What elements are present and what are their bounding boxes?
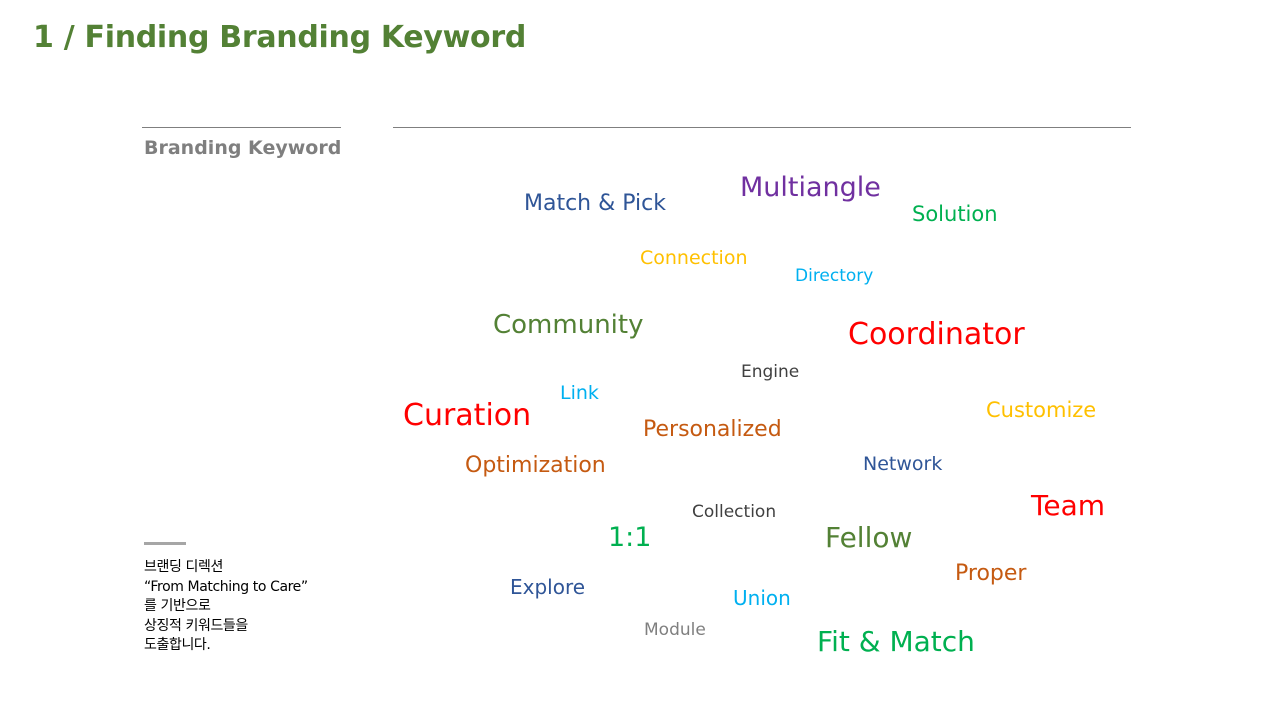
note-line: “From Matching to Care” xyxy=(144,578,308,595)
keyword: Match & Pick xyxy=(524,191,667,216)
keyword: Solution xyxy=(912,202,998,226)
keyword: Personalized xyxy=(643,417,782,442)
page-title: 1 / Finding Branding Keyword xyxy=(33,20,527,55)
keyword: Community xyxy=(493,310,644,340)
keyword: Engine xyxy=(741,362,800,382)
keyword: Fit & Match xyxy=(817,625,975,658)
note-line: 브랜딩 디렉션 xyxy=(144,559,223,575)
keyword: Curation xyxy=(403,398,532,433)
keyword: Directory xyxy=(795,266,874,286)
keyword: Customize xyxy=(986,398,1097,422)
note-line: 를 기반으로 xyxy=(144,598,211,614)
keyword: Collection xyxy=(692,502,777,522)
keyword: Union xyxy=(733,586,791,610)
branding-note: 브랜딩 디렉션 “From Matching to Care” 를 기반으로 상… xyxy=(144,558,308,656)
keyword: Team xyxy=(1031,489,1106,522)
keyword: Connection xyxy=(640,247,748,269)
keyword: 1:1 xyxy=(608,522,652,553)
note-line: 도출합니다. xyxy=(144,637,211,653)
keyword: Proper xyxy=(955,561,1027,586)
note-divider xyxy=(144,542,186,545)
keyword: Link xyxy=(560,382,599,404)
keyword: Multiangle xyxy=(740,172,881,203)
keyword: Fellow xyxy=(825,521,913,554)
keyword: Explore xyxy=(510,575,586,599)
keyword: Module xyxy=(644,620,706,640)
keyword: Coordinator xyxy=(848,317,1025,352)
keyword: Optimization xyxy=(465,453,606,478)
right-divider xyxy=(393,127,1131,128)
left-divider xyxy=(142,127,341,128)
note-line: 상징적 키워드들을 xyxy=(144,617,248,634)
keyword: Network xyxy=(863,453,943,475)
section-label: Branding Keyword xyxy=(144,137,342,159)
